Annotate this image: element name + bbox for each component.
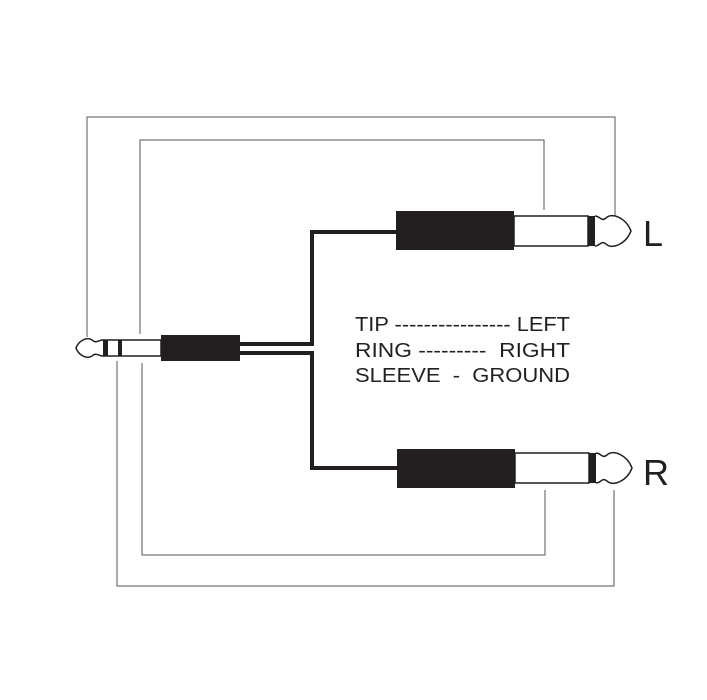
stereo-plug-input [75,335,240,361]
ring-to-right-tip-wire [116,361,615,587]
sleeve-to-left-sleeve-wire [139,139,545,334]
signal-wires [86,116,616,587]
left-channel-label: L [643,213,663,254]
legend-tip-left: TIP ---------------- LEFT [355,314,570,336]
tip-to-left-tip-wire [86,116,616,337]
legend-ring-right: RING --------- RIGHT [355,340,570,362]
y-cable [240,230,397,470]
mono-plug-left [396,211,632,250]
cable-to-right-plug [240,351,397,470]
mono-plug-right [397,449,633,488]
legend-sleeve-ground: SLEEVE - GROUND [355,365,570,387]
sleeve-to-right-sleeve-wire [141,363,546,556]
wiring-legend: TIP ---------------- LEFT RING ---------… [355,314,570,387]
right-channel-label: R [643,452,669,493]
cable-to-left-plug [240,230,397,346]
